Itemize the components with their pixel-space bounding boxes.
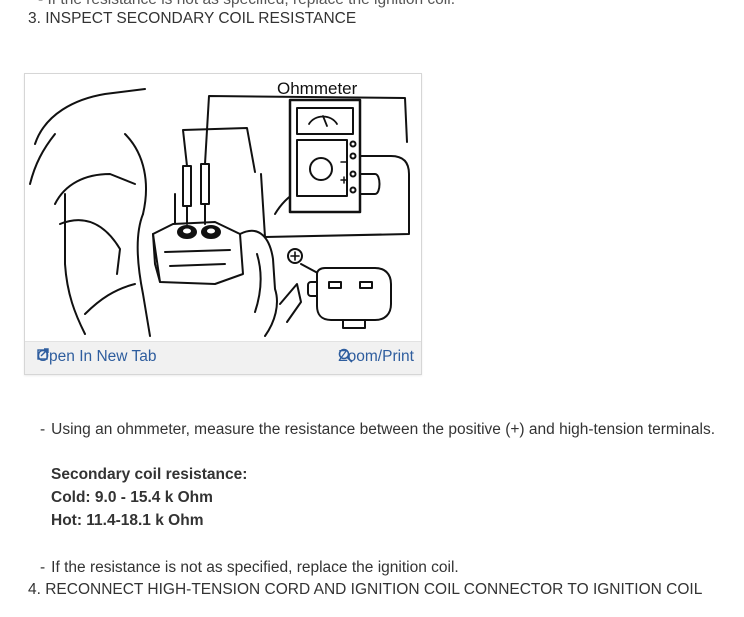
bullet-marker: -	[40, 559, 46, 576]
zoom-print-label: Zoom/Print	[338, 348, 414, 365]
previous-step-text-cutoff: - If the resistance is not as specified,…	[38, 0, 455, 9]
coil-connector	[316, 267, 392, 321]
ohmmeter-diagram-figure: Ohmmeter Open In New Tab Zoom/Print	[24, 73, 422, 375]
open-in-new-tab-link[interactable]: Open In New Tab	[37, 348, 156, 366]
spec-cold: Cold: 9.0 - 15.4 k Ohm	[51, 489, 213, 506]
spec-title: Secondary coil resistance:	[51, 466, 248, 483]
instruction-measure: - Using an ohmmeter, measure the resista…	[40, 421, 715, 439]
figure-toolbar: Open In New Tab Zoom/Print	[25, 341, 421, 374]
probe-left	[182, 165, 192, 207]
lead-negative	[182, 127, 256, 173]
ignition-coil	[152, 221, 244, 285]
probe-right	[200, 163, 210, 205]
bullet-marker: -	[40, 421, 46, 438]
engine-outline	[34, 88, 146, 145]
lead-return	[260, 155, 410, 238]
ohmmeter-label: Ohmmeter	[277, 79, 358, 98]
instruction-replace-text: If the resistance is not as specified, r…	[51, 559, 459, 576]
spec-hot: Hot: 11.4-18.1 k Ohm	[51, 512, 204, 529]
instruction-measure-text: Using an ohmmeter, measure the resistanc…	[51, 421, 716, 438]
open-in-new-tab-label: Open In New Tab	[37, 348, 157, 365]
ohmmeter-diagram: Ohmmeter	[29, 79, 410, 337]
magnifier-icon	[338, 348, 353, 363]
step-4-heading: 4. RECONNECT HIGH-TENSION CORD AND IGNIT…	[28, 581, 703, 598]
zoom-print-link[interactable]: Zoom/Print	[338, 348, 414, 366]
instruction-replace: - If the resistance is not as specified,…	[40, 559, 459, 577]
open-in-new-tab-icon	[37, 348, 49, 360]
step-3-heading: 3. INSPECT SECONDARY COIL RESISTANCE	[28, 10, 357, 27]
lead-positive	[204, 95, 408, 165]
